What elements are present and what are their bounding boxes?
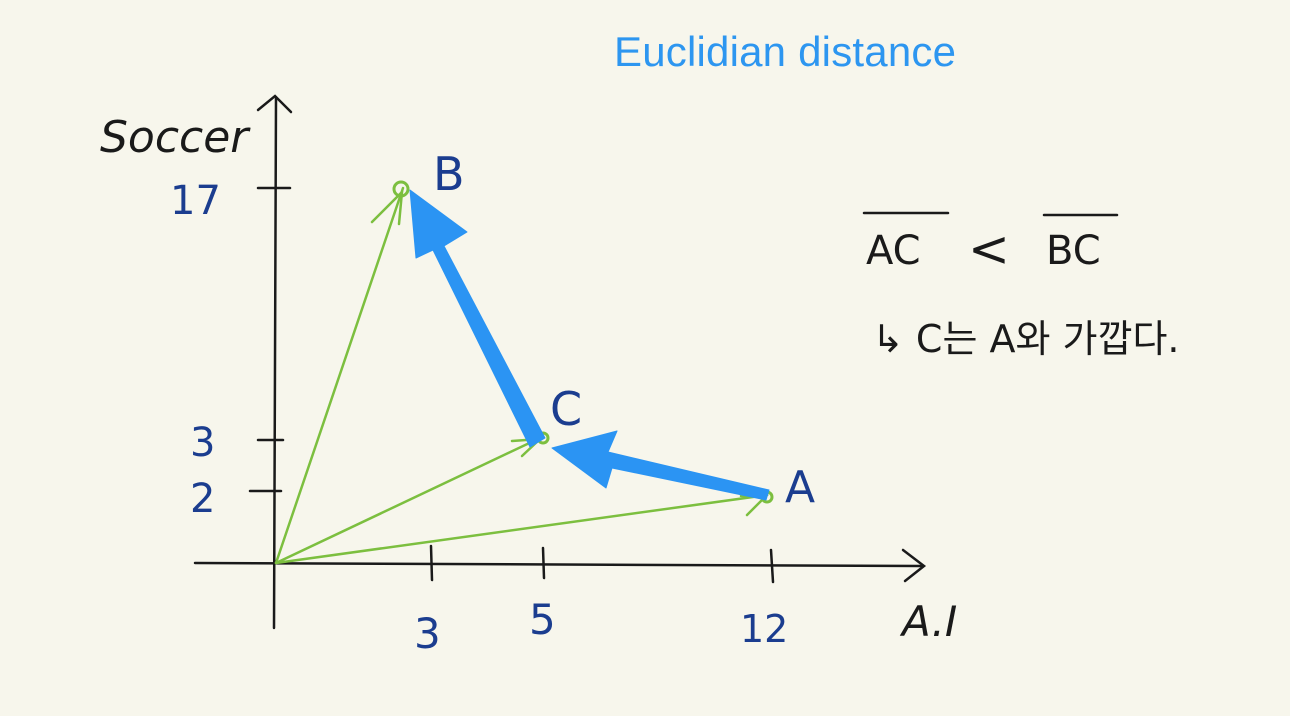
vector-origin-to-b — [274, 186, 405, 565]
y-axis-label: Soccer — [100, 112, 251, 163]
y-axis — [272, 95, 278, 630]
point-marker-b — [392, 180, 410, 198]
note-conclusion: ↳ C는 A와 가깝다. — [872, 317, 1180, 361]
point-label-c: C — [550, 382, 582, 436]
point-label-b: B — [433, 147, 465, 201]
x-tick-mark-5 — [541, 546, 546, 580]
y-axis-arrowhead — [256, 94, 293, 114]
note-segment-left: AC — [866, 228, 921, 274]
y-tick-label-2: 2 — [190, 476, 215, 522]
y-tick-label-3: 3 — [190, 420, 215, 466]
x-axis-label: A.I — [899, 597, 957, 646]
point-label-a: A — [785, 462, 815, 513]
x-tick-mark-3 — [429, 544, 434, 582]
page-title: Euclidian distance — [614, 28, 957, 75]
x-tick-mark-12 — [769, 548, 775, 584]
x-tick-label-5: 5 — [529, 595, 556, 644]
distance-arrow-c-to-b — [409, 189, 546, 448]
y-tick-label-17: 17 — [170, 178, 221, 224]
x-axis — [193, 561, 924, 568]
vector-origin-to-a — [274, 493, 769, 565]
vector-b-arrowhead — [370, 188, 404, 226]
note-segment-right: BC — [1046, 228, 1101, 274]
x-tick-label-3: 3 — [414, 609, 441, 658]
x-tick-label-12: 12 — [740, 607, 788, 651]
vector-origin-to-c — [274, 436, 542, 565]
distance-arrow-a-to-c — [551, 430, 770, 501]
x-axis-arrowhead — [901, 548, 927, 583]
note-comparator: < — [968, 220, 1010, 278]
